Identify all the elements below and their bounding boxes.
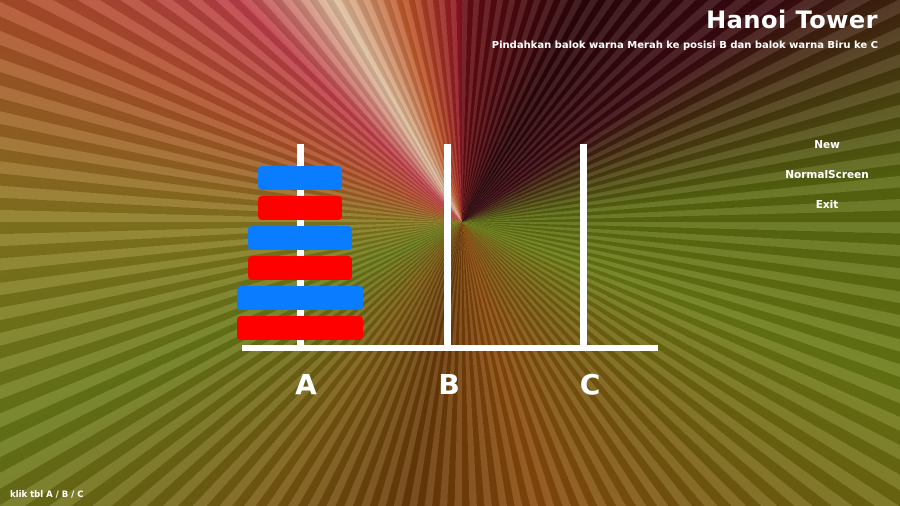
peg-b-pole — [444, 144, 451, 346]
peg-c-pole — [580, 144, 587, 346]
tower-base — [242, 345, 658, 351]
peg-a-button[interactable]: A — [295, 368, 317, 401]
disk-red[interactable] — [258, 196, 342, 220]
disk-red[interactable] — [237, 316, 363, 340]
disk-blue[interactable] — [258, 166, 342, 190]
game-title: Hanoi Tower — [706, 6, 878, 34]
peg-b-button[interactable]: B — [438, 368, 460, 401]
new-game-button[interactable]: New — [814, 139, 840, 151]
normal-screen-button[interactable]: NormalScreen — [785, 169, 869, 181]
controls-hint: klik tbl A / B / C — [10, 490, 84, 500]
disk-red[interactable] — [248, 256, 352, 280]
exit-button[interactable]: Exit — [815, 199, 839, 211]
disk-blue[interactable] — [248, 226, 352, 250]
instruction-text: Pindahkan balok warna Merah ke posisi B … — [491, 40, 878, 51]
peg-c-button[interactable]: C — [579, 368, 601, 401]
disk-blue[interactable] — [237, 286, 363, 310]
